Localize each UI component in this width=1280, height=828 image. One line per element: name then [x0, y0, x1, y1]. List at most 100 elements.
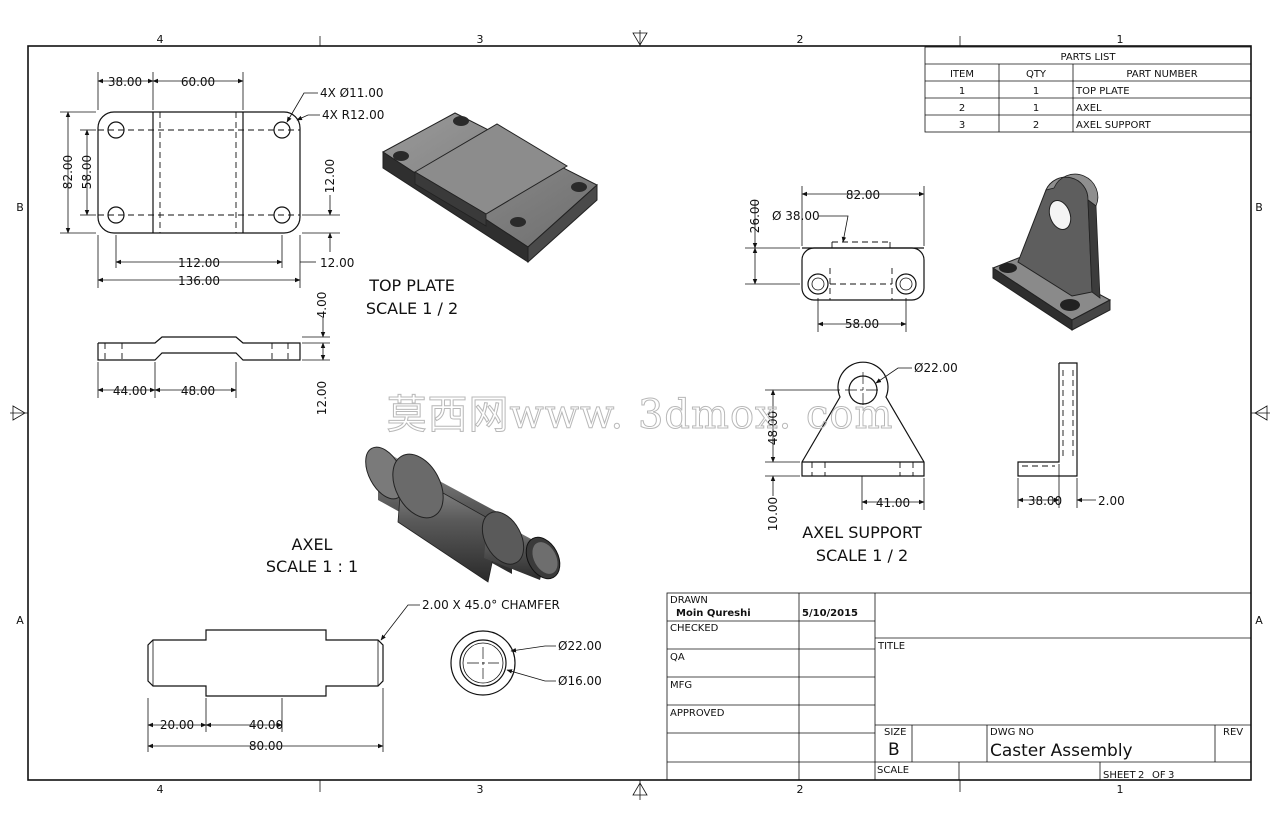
- view-label-top-plate: TOP PLATE: [368, 276, 455, 295]
- title-block-size-value: B: [888, 740, 900, 760]
- top-plate-front-view: 4.00 12.00 44.00 48.00: [97, 292, 330, 415]
- dim-top-plate-12a: 12.00: [323, 159, 337, 193]
- dim-axel-dia22: Ø22.00: [558, 639, 602, 653]
- dim-support-dia38: Ø 38.00: [772, 209, 820, 223]
- zone-col-3-bottom: 3: [477, 783, 484, 796]
- view-label-axel-support: AXEL SUPPORT: [802, 523, 922, 542]
- axel-support-iso-view: [991, 173, 1112, 331]
- table-cell-qty: 1: [1033, 103, 1039, 114]
- dim-support-41: 41.00: [876, 496, 910, 510]
- axel-side-view: 20.00 40.00 80.00 2.00 X 45.0° CHAMFER: [147, 598, 560, 753]
- top-plate-iso-view: [382, 112, 598, 264]
- title-block-of-word: OF: [1152, 770, 1166, 781]
- view-label-axel: AXEL: [292, 535, 333, 554]
- title-block-approved-label: APPROVED: [670, 708, 725, 719]
- dim-support-48: 48.00: [766, 411, 780, 445]
- title-block-sheet-total: 3: [1168, 770, 1174, 781]
- dim-support-38: 38.00: [1028, 494, 1062, 508]
- dim-top-plate-4: 4.00: [315, 292, 329, 319]
- zone-row-a-right: A: [1255, 614, 1263, 627]
- dim-top-plate-48: 48.00: [181, 384, 215, 398]
- axel-support-front-view: Ø22.00 48.00 10.00 41.00: [765, 361, 958, 531]
- view-scale-axel-support: SCALE 1 / 2: [816, 546, 908, 565]
- dim-top-plate-44: 44.00: [113, 384, 147, 398]
- zone-labels: 4 3 2 1 4 3 2 1 B B A A: [16, 33, 1263, 796]
- dim-support-58: 58.00: [845, 317, 879, 331]
- parts-list-header-item: ITEM: [950, 69, 974, 80]
- title-block-sheet-num: 2: [1138, 770, 1144, 781]
- parts-list-table: PARTS LIST ITEM QTY PART NUMBER 1 1 TOP …: [924, 46, 1252, 133]
- title-block-drawn-label: DRAWN: [670, 595, 708, 606]
- zone-col-1-bottom: 1: [1117, 783, 1124, 796]
- title-block-checked-label: CHECKED: [670, 623, 719, 634]
- view-scale-axel: SCALE 1 : 1: [266, 557, 358, 576]
- view-scale-top-plate: SCALE 1 / 2: [366, 299, 458, 318]
- axel-iso-view: [365, 446, 561, 583]
- dim-axel-80: 80.00: [249, 739, 283, 753]
- dim-axel-chamfer: 2.00 X 45.0° CHAMFER: [422, 598, 560, 612]
- dim-support-2: 2.00: [1098, 494, 1125, 508]
- dim-support-26: 26.00: [748, 199, 762, 233]
- dim-top-plate-58: 58.00: [80, 155, 94, 189]
- axel-support-side-view: 38.00 2.00: [1017, 362, 1125, 508]
- dim-top-plate-12b: 12.00: [320, 256, 354, 270]
- table-cell-part: TOP PLATE: [1075, 86, 1130, 97]
- dim-axel-dia16: Ø16.00: [558, 674, 602, 688]
- watermark-text: 莫西网www. 3dmox. com: [387, 392, 894, 438]
- table-cell-item: 2: [959, 103, 965, 114]
- center-mark-top: [632, 32, 648, 46]
- zone-col-4-bottom: 4: [157, 783, 164, 796]
- zone-col-2: 2: [797, 33, 804, 46]
- dim-support-dia22: Ø22.00: [914, 361, 958, 375]
- table-cell-part: AXEL: [1076, 103, 1102, 114]
- dim-top-plate-hole: 4X Ø11.00: [320, 86, 383, 100]
- parts-list-title: PARTS LIST: [1060, 52, 1116, 63]
- dim-support-82: 82.00: [846, 188, 880, 202]
- dim-top-plate-60: 60.00: [181, 75, 215, 89]
- title-block-title-label: TITLE: [877, 641, 905, 652]
- title-block-drawn-by: Moin Qureshi: [676, 608, 751, 619]
- parts-list-header-qty: QTY: [1026, 69, 1047, 80]
- title-block-rev-label: REV: [1223, 727, 1243, 738]
- parts-list-header-part: PART NUMBER: [1126, 69, 1197, 80]
- center-mark-right: [1254, 405, 1268, 421]
- title-block-drawn-date: 5/10/2015: [802, 608, 858, 619]
- center-mark-left: [12, 405, 26, 421]
- dim-support-10: 10.00: [766, 497, 780, 531]
- table-cell-part: AXEL SUPPORT: [1076, 120, 1152, 131]
- zone-col-3: 3: [477, 33, 484, 46]
- table-cell-qty: 1: [1033, 86, 1039, 97]
- dim-top-plate-38: 38.00: [108, 75, 142, 89]
- sheet-border: [10, 30, 1270, 800]
- zone-row-a: A: [16, 614, 24, 627]
- title-block-qa-label: QA: [670, 652, 685, 663]
- title-block-scale-label: SCALE: [877, 765, 909, 776]
- top-plate-top-view: 38.00 60.00 4X Ø11.00 4X R12.00 82.00 58…: [60, 72, 384, 288]
- dim-axel-40: 40.00: [249, 718, 283, 732]
- dim-axel-20: 20.00: [160, 718, 194, 732]
- title-block-sheet-word: SHEET: [1103, 770, 1137, 781]
- title-block-mfg-label: MFG: [670, 680, 692, 691]
- zone-col-2-bottom: 2: [797, 783, 804, 796]
- dim-top-plate-radius: 4X R12.00: [322, 108, 384, 122]
- axel-end-view: Ø22.00 Ø16.00: [450, 630, 602, 696]
- title-block-dwg-no-label: DWG NO: [990, 727, 1034, 738]
- table-cell-qty: 2: [1033, 120, 1039, 131]
- zone-col-4: 4: [157, 33, 164, 46]
- zone-row-b: B: [16, 201, 24, 214]
- table-row: 3 2 AXEL SUPPORT: [959, 120, 1152, 131]
- table-cell-item: 1: [959, 86, 965, 97]
- zone-row-b-right: B: [1255, 201, 1263, 214]
- table-row: 1 1 TOP PLATE: [959, 86, 1130, 97]
- dim-top-plate-136: 136.00: [178, 274, 220, 288]
- zone-col-1: 1: [1117, 33, 1124, 46]
- center-mark-bottom: [632, 782, 648, 796]
- dim-top-plate-12-thick: 12.00: [315, 381, 329, 415]
- table-cell-item: 3: [959, 120, 965, 131]
- dim-top-plate-82: 82.00: [61, 155, 75, 189]
- table-row: 2 1 AXEL: [959, 103, 1102, 114]
- axel-support-top-view: 82.00 Ø 38.00 26.00 58.00: [745, 186, 925, 332]
- title-block-dwg-no-value: Caster Assembly: [990, 741, 1133, 761]
- title-block-size-label: SIZE: [884, 727, 906, 738]
